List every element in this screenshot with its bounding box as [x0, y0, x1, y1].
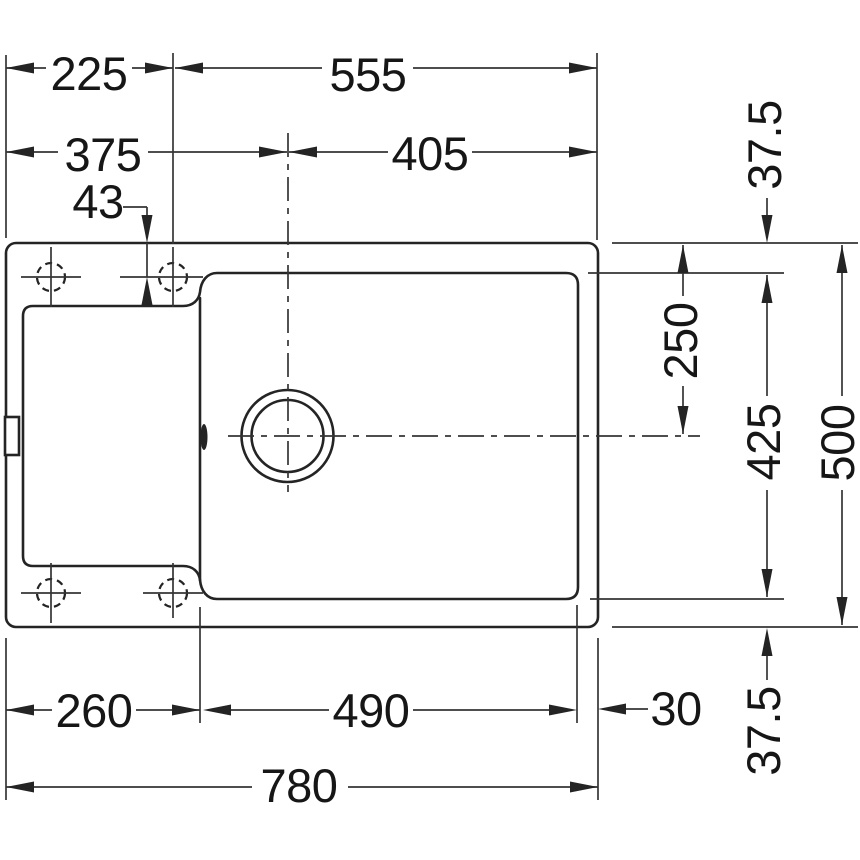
dim-label-225: 225	[51, 47, 128, 100]
dim-label-250: 250	[654, 303, 707, 380]
dimension-lines	[6, 62, 848, 793]
sink-outer-rim	[4, 241, 600, 629]
dim-label-375: 375	[65, 128, 142, 181]
dim-label-260: 260	[56, 684, 133, 737]
sink-inner-recess	[21, 271, 580, 601]
hole-crosshair	[143, 563, 203, 618]
dim-label-780: 780	[261, 759, 338, 812]
mounting-hole-bottom-left	[21, 563, 81, 623]
extension-lines	[5, 53, 858, 800]
mounting-hole-top-right	[120, 247, 203, 307]
dim-label-43: 43	[72, 175, 123, 228]
mounting-holes	[21, 247, 203, 623]
dim-label-37-5-bottom: 37.5	[737, 686, 790, 775]
hole-crosshair	[21, 563, 81, 623]
overflow-slot	[200, 424, 208, 450]
dim-label-425: 425	[737, 404, 790, 481]
hole-crosshair	[21, 247, 81, 307]
centerlines	[228, 133, 700, 492]
dim-label-30: 30	[650, 682, 701, 735]
hole-crosshair	[120, 247, 203, 307]
overflow-marker	[3, 415, 21, 457]
dimension-labels: 225 555 375 405 43 37.5 250 425 500 37.5…	[51, 47, 860, 812]
dim-label-555: 555	[330, 48, 407, 101]
dim-label-490: 490	[333, 684, 410, 737]
mounting-hole-bottom-right	[143, 563, 203, 618]
sink-outline	[3, 241, 600, 629]
dim-label-405: 405	[392, 127, 469, 180]
dim-label-37-5-top: 37.5	[738, 100, 791, 189]
dim-label-500: 500	[811, 405, 860, 482]
mounting-hole-top-left	[21, 247, 81, 307]
